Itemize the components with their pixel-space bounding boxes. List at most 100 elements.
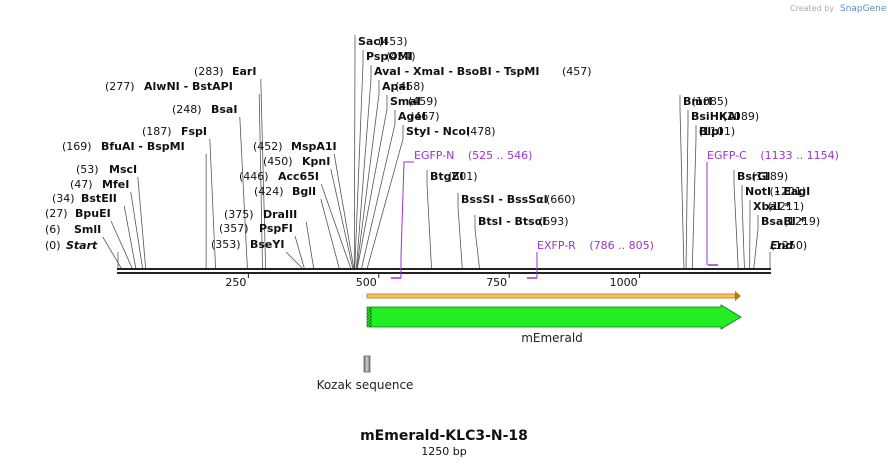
feature-memerald[interactable] bbox=[366, 304, 742, 330]
site-position: (478) bbox=[466, 125, 496, 138]
site-label-11[interactable]: (353)BseYI bbox=[211, 238, 284, 251]
site-label-7[interactable]: (187)FspI bbox=[142, 125, 207, 138]
site-label-31[interactable]: BsrGI(1189) bbox=[737, 170, 788, 183]
site-name: DraIII bbox=[263, 208, 297, 221]
site-position: (1250) bbox=[771, 239, 808, 252]
site-label-33[interactable]: XbaI *(1211) bbox=[753, 200, 804, 213]
site-name: BsaBI * bbox=[761, 215, 806, 228]
site-label-13[interactable]: (375)DraIII bbox=[224, 208, 297, 221]
site-leader-8 bbox=[239, 116, 248, 269]
site-leader-20 bbox=[355, 65, 372, 269]
site-leader-26 bbox=[457, 193, 463, 269]
site-name: Start bbox=[66, 239, 98, 252]
plasmid-title: mEmerald-KLC3-N-18 bbox=[360, 428, 528, 444]
site-leader-31 bbox=[733, 170, 739, 269]
site-position: (601) bbox=[448, 170, 478, 183]
site-name: End bbox=[770, 239, 793, 252]
site-label-4[interactable]: (47)MfeI bbox=[70, 178, 129, 191]
site-name: AgeI bbox=[398, 110, 426, 123]
site-label-18[interactable]: SacII(453) bbox=[358, 35, 408, 48]
site-label-25[interactable]: BtgZI(601) bbox=[430, 170, 478, 183]
feature-kozak[interactable] bbox=[363, 355, 371, 373]
feature-label-kozak: Kozak sequence bbox=[317, 378, 414, 392]
site-label-17[interactable]: (452) MspA1I bbox=[253, 140, 337, 153]
site-label-22[interactable]: SmaI(459) bbox=[390, 95, 438, 108]
site-label-26[interactable]: BssSI - BssSαI(660) bbox=[461, 193, 576, 206]
site-position: (452) bbox=[253, 140, 283, 153]
site-label-20[interactable]: AvaI - XmaI - BsoBI - TspMI(457) bbox=[374, 65, 592, 78]
primer-range: (525 .. 546) bbox=[464, 149, 532, 162]
site-position: (467) bbox=[410, 110, 440, 123]
orf-arrow bbox=[366, 291, 741, 301]
site-label-15[interactable]: (446)Acc65I bbox=[239, 170, 319, 183]
site-label-28[interactable]: BmrI(1085) bbox=[683, 95, 728, 108]
restriction-sites: (0) Start (6)SmlI (27)BpuEI (34) BstEII(47)Mf… bbox=[45, 35, 820, 252]
site-position: (1085) bbox=[692, 95, 729, 108]
site-label-27[interactable]: BtsI - BtsαI(693) bbox=[478, 215, 569, 228]
site-leader-29 bbox=[685, 110, 689, 269]
site-label-34[interactable]: BsaBI *(1219) bbox=[761, 215, 820, 228]
site-name: SmaI bbox=[390, 95, 421, 108]
site-name: SacII bbox=[358, 35, 388, 48]
primer-label-2[interactable]: EGFP-C (1133 .. 1154) bbox=[707, 149, 839, 162]
feature-label-memerald: mEmerald bbox=[521, 331, 583, 345]
site-label-10[interactable]: (283)EarI bbox=[194, 65, 256, 78]
site-label-1[interactable]: (6)SmlI bbox=[45, 223, 101, 236]
site-label-29[interactable]: BsiHKAI(1089) bbox=[691, 110, 759, 123]
site-label-2[interactable]: (27)BpuEI bbox=[45, 207, 111, 220]
site-position: (457) bbox=[562, 65, 592, 78]
primer-name: EXFP-R bbox=[537, 239, 576, 252]
site-label-16[interactable]: (450)KpnI bbox=[263, 155, 330, 168]
site-label-6[interactable]: (169)BfuAI - BspMI bbox=[62, 140, 185, 153]
primer-label-1[interactable]: EXFP-R (786 .. 805) bbox=[537, 239, 654, 252]
site-name: BlpI bbox=[699, 125, 723, 138]
site-position: (450) bbox=[263, 155, 293, 168]
site-leader-19 bbox=[354, 50, 364, 269]
site-leader-7 bbox=[209, 138, 216, 269]
site-position: (693) bbox=[539, 215, 569, 228]
site-leader-25 bbox=[426, 170, 432, 269]
site-position: (353) bbox=[211, 238, 241, 251]
site-leader-4 bbox=[130, 191, 143, 269]
site-position: (1089) bbox=[723, 110, 760, 123]
site-position: (34) bbox=[52, 192, 75, 205]
site-name: BsaI bbox=[211, 103, 237, 116]
site-name: MfeI bbox=[102, 178, 129, 191]
site-label-5[interactable]: (53)MscI bbox=[76, 163, 137, 176]
site-position: (0) bbox=[45, 239, 61, 252]
site-position: (27) bbox=[45, 207, 68, 220]
site-label-35[interactable]: End(1250) bbox=[770, 239, 807, 252]
site-label-21[interactable]: ApaI(458) bbox=[382, 80, 425, 93]
site-position: (454) bbox=[386, 50, 416, 63]
site-leader-24 bbox=[366, 125, 404, 269]
site-position: (283) bbox=[194, 65, 224, 78]
site-label-9[interactable]: (277)AlwNI - BstAPI bbox=[105, 80, 233, 93]
site-name: PspFI bbox=[259, 222, 293, 235]
credit-text: Created by bbox=[790, 4, 834, 13]
site-label-23[interactable]: AgeI(467) bbox=[398, 110, 440, 123]
site-leader-1 bbox=[102, 236, 122, 269]
primer-labels: EGFP-N (525 .. 546) EXFP-R (786 .. 805) EG… bbox=[400, 149, 839, 278]
site-name: PspOMI bbox=[366, 50, 413, 63]
site-name: BglI bbox=[292, 185, 316, 198]
site-label-24[interactable]: StyI - NcoI(478) bbox=[406, 125, 496, 138]
site-label-30[interactable]: BlpI(1101) bbox=[699, 125, 736, 138]
site-label-3[interactable]: (34) BstEII bbox=[52, 192, 117, 205]
site-position: (660) bbox=[546, 193, 576, 206]
site-leader-11 bbox=[285, 251, 303, 269]
site-label-12[interactable]: (357)PspFI bbox=[219, 222, 293, 235]
site-label-8[interactable]: (248)BsaI bbox=[172, 103, 237, 116]
site-name: BstEII bbox=[81, 192, 117, 205]
site-position: (6) bbox=[45, 223, 61, 236]
site-position: (169) bbox=[62, 140, 92, 153]
site-label-32[interactable]: NotI - EagI(1201) bbox=[745, 185, 810, 198]
site-label-14[interactable]: (424)BglI bbox=[254, 185, 316, 198]
site-name: MspA1I bbox=[291, 140, 337, 153]
site-label-19[interactable]: PspOMI(454) bbox=[366, 50, 416, 63]
site-position: (1211) bbox=[768, 200, 805, 213]
site-label-0[interactable]: (0) Start bbox=[45, 239, 98, 252]
primer-label-0[interactable]: EGFP-N (525 .. 546) bbox=[414, 149, 532, 162]
site-leader-3 bbox=[123, 205, 137, 269]
